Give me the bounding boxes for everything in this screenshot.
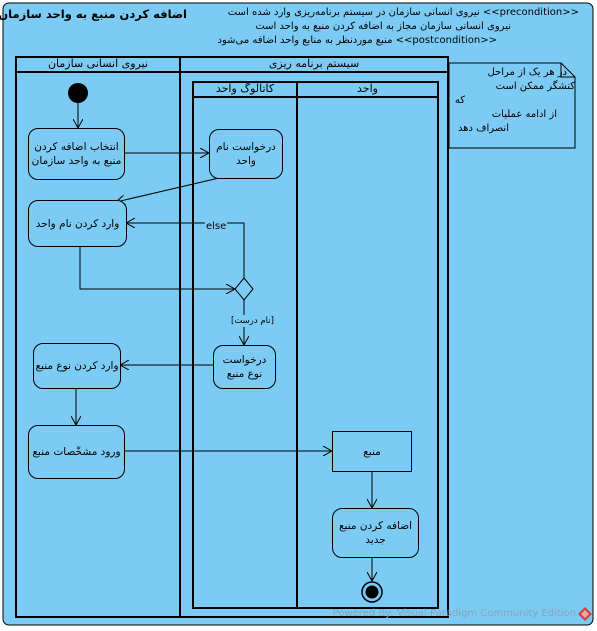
final-node-core bbox=[365, 585, 379, 599]
precondition-line-2: نیروی انسانی سازمان مجاز به اضافه کردن م… bbox=[255, 21, 511, 32]
partition-unit-catalog: کاتالوگ واحد bbox=[215, 82, 275, 95]
guard-else: else bbox=[205, 221, 228, 233]
note-line-5: انصراف دهد bbox=[457, 123, 509, 134]
sub-partition-container bbox=[192, 81, 439, 609]
action-enter-resource-type[interactable]: وارد کردن نوع منبع bbox=[33, 343, 121, 389]
flow-enter-name-to-decision bbox=[79, 246, 235, 289]
visual-paradigm-logo-icon bbox=[578, 607, 592, 621]
footer-powered-by: Powered By: Visual Paradigm Community Ed… bbox=[332, 608, 576, 619]
note-line-4: از ادامه عملیات bbox=[491, 109, 557, 120]
action-request-unit-name[interactable]: درخواست نام واحد bbox=[209, 129, 283, 179]
final-node bbox=[361, 581, 383, 603]
object-node-resource[interactable]: منبع bbox=[332, 431, 412, 472]
initial-node bbox=[68, 83, 88, 103]
action-add-new-resource[interactable]: اضافه کردن منبع جدید bbox=[332, 508, 419, 558]
flow-decision-else bbox=[126, 223, 245, 278]
partition-planning-system: سیستم برنامه ریزی bbox=[268, 57, 360, 70]
action-select-add-resource[interactable]: انتخاب اضافه کردن منبع به واحد سازمان bbox=[28, 128, 125, 180]
action-enter-resource-details[interactable]: ورود مشخّصات منبع bbox=[28, 425, 125, 479]
partition-org-staff: نیروی انسانی سازمان bbox=[47, 57, 149, 70]
diagram-title: اضافه کردن منبع به واحد سازمان bbox=[0, 7, 187, 21]
partition-container bbox=[15, 56, 449, 618]
partition-unit: واحد bbox=[357, 82, 378, 95]
note-line-3: که bbox=[454, 95, 465, 106]
note-shape bbox=[448, 62, 576, 149]
postcondition-line: منبع موردنظر به منابع واحد اضافه می‌شود … bbox=[217, 35, 497, 46]
action-request-resource-type[interactable]: درخواست نوع منبع bbox=[213, 345, 276, 389]
note-line-2: کنشگر ممکن است bbox=[495, 81, 575, 92]
flow-request-name-to-enter-name bbox=[116, 177, 220, 202]
note-line-1: در هر یک از مراحل bbox=[487, 67, 567, 78]
action-enter-unit-name[interactable]: وارد کردن نام واحد bbox=[28, 200, 127, 247]
precondition-line-1: نیروی انسانی سازمان در سیستم برنامه‌ریزی… bbox=[227, 7, 579, 18]
guard-correct-name: [نام درست] bbox=[231, 315, 274, 327]
note-fold bbox=[560, 63, 575, 78]
